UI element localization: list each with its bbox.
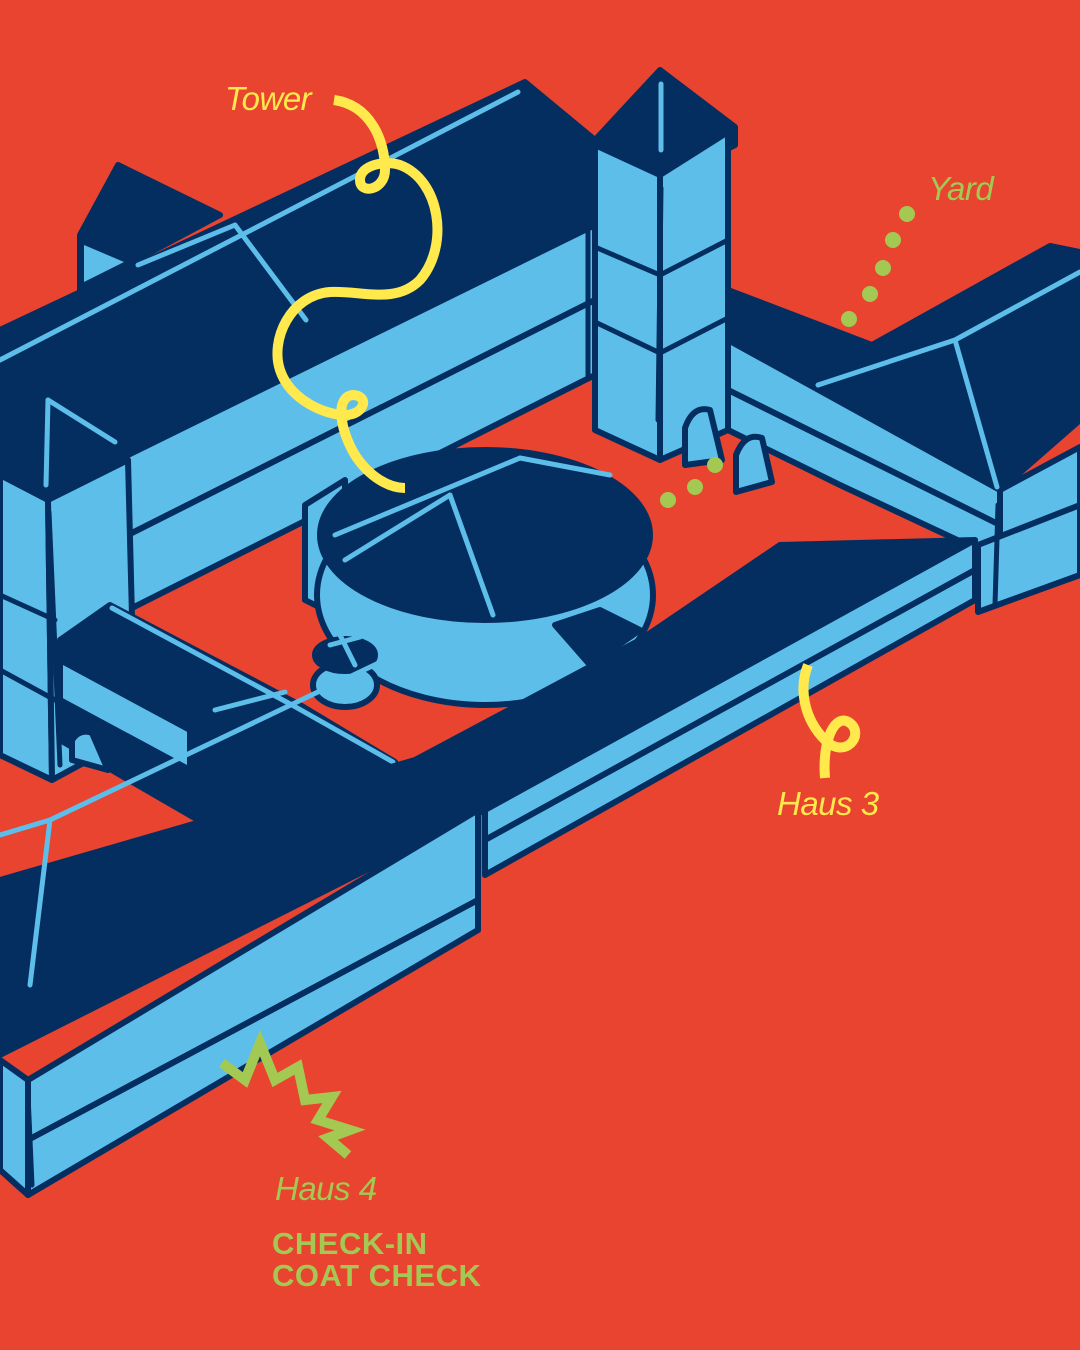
checkin-coatcheck-logo: CHECK-IN COAT CHECK: [272, 1228, 481, 1292]
brand-line-2: COAT CHECK: [272, 1258, 482, 1293]
haus3-connector-loop: [798, 663, 861, 779]
haus4-connector-zigzag: [219, 1029, 366, 1159]
central-tower: [592, 67, 738, 463]
right-wing: [725, 243, 1080, 615]
archways: [682, 406, 775, 495]
tower-label: Tower: [225, 80, 312, 117]
haus4-label: Haus 4: [275, 1170, 377, 1207]
front-long-wing: [0, 537, 978, 1198]
yard-label: Yard: [928, 170, 994, 207]
haus3-label: Haus 3: [777, 785, 879, 822]
brand-line-1: CHECK-IN: [272, 1226, 428, 1261]
tower-connector-squiggle: [272, 95, 443, 493]
yard-connector-dots: [660, 206, 915, 508]
